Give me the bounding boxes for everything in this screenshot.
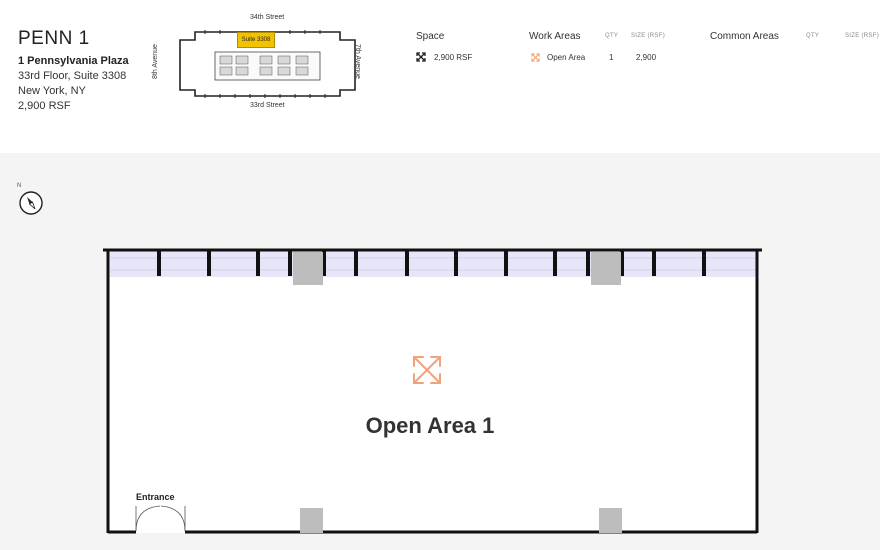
compass-north-label: N [17, 183, 22, 189]
common-areas-title: Common Areas [710, 31, 779, 42]
work-area-size: 2,900 [636, 53, 657, 62]
work-areas-size-header: SIZE (RSF) [631, 33, 665, 39]
header-panel: PENN 1 1 Pennsylvania Plaza 33rd Floor, … [0, 0, 880, 153]
building-name: PENN 1 [18, 28, 90, 49]
building-address: 1 Pennsylvania Plaza [18, 55, 129, 67]
suite-highlight: Suite 3308 [237, 32, 275, 48]
work-area-qty: 1 [609, 53, 614, 62]
city-state: New York, NY [18, 85, 86, 97]
work-area-name: Open Area [547, 53, 586, 62]
open-area-icon [531, 53, 540, 62]
street-west: 8th Avenue [151, 44, 159, 79]
compass-icon[interactable] [19, 191, 43, 215]
space-value: 2,900 RSF [434, 53, 473, 62]
space-title: Space [416, 31, 445, 42]
common-areas-size-header: SIZE (RSF) [845, 33, 879, 39]
building-keymap: 34th Street 33rd Street 8th Avenue 7th A… [152, 10, 380, 115]
open-area-label[interactable]: Open Area 1 [365, 413, 495, 438]
expand-arrows-icon [416, 52, 426, 62]
entrance-label: Entrance [136, 492, 175, 502]
work-areas-title: Work Areas [529, 31, 581, 42]
work-areas-qty-header: QTY [605, 33, 619, 39]
keymap-outline [179, 30, 356, 98]
floorplan-canvas[interactable] [0, 153, 880, 550]
street-north: 34th Street [250, 14, 285, 21]
suite-floor: 33rd Floor, Suite 3308 [18, 70, 127, 82]
open-area-expand-icon [413, 356, 441, 384]
space-size: 2,900 RSF [18, 100, 71, 112]
common-areas-qty-header: QTY [806, 33, 820, 39]
street-south: 33rd Street [250, 102, 285, 109]
